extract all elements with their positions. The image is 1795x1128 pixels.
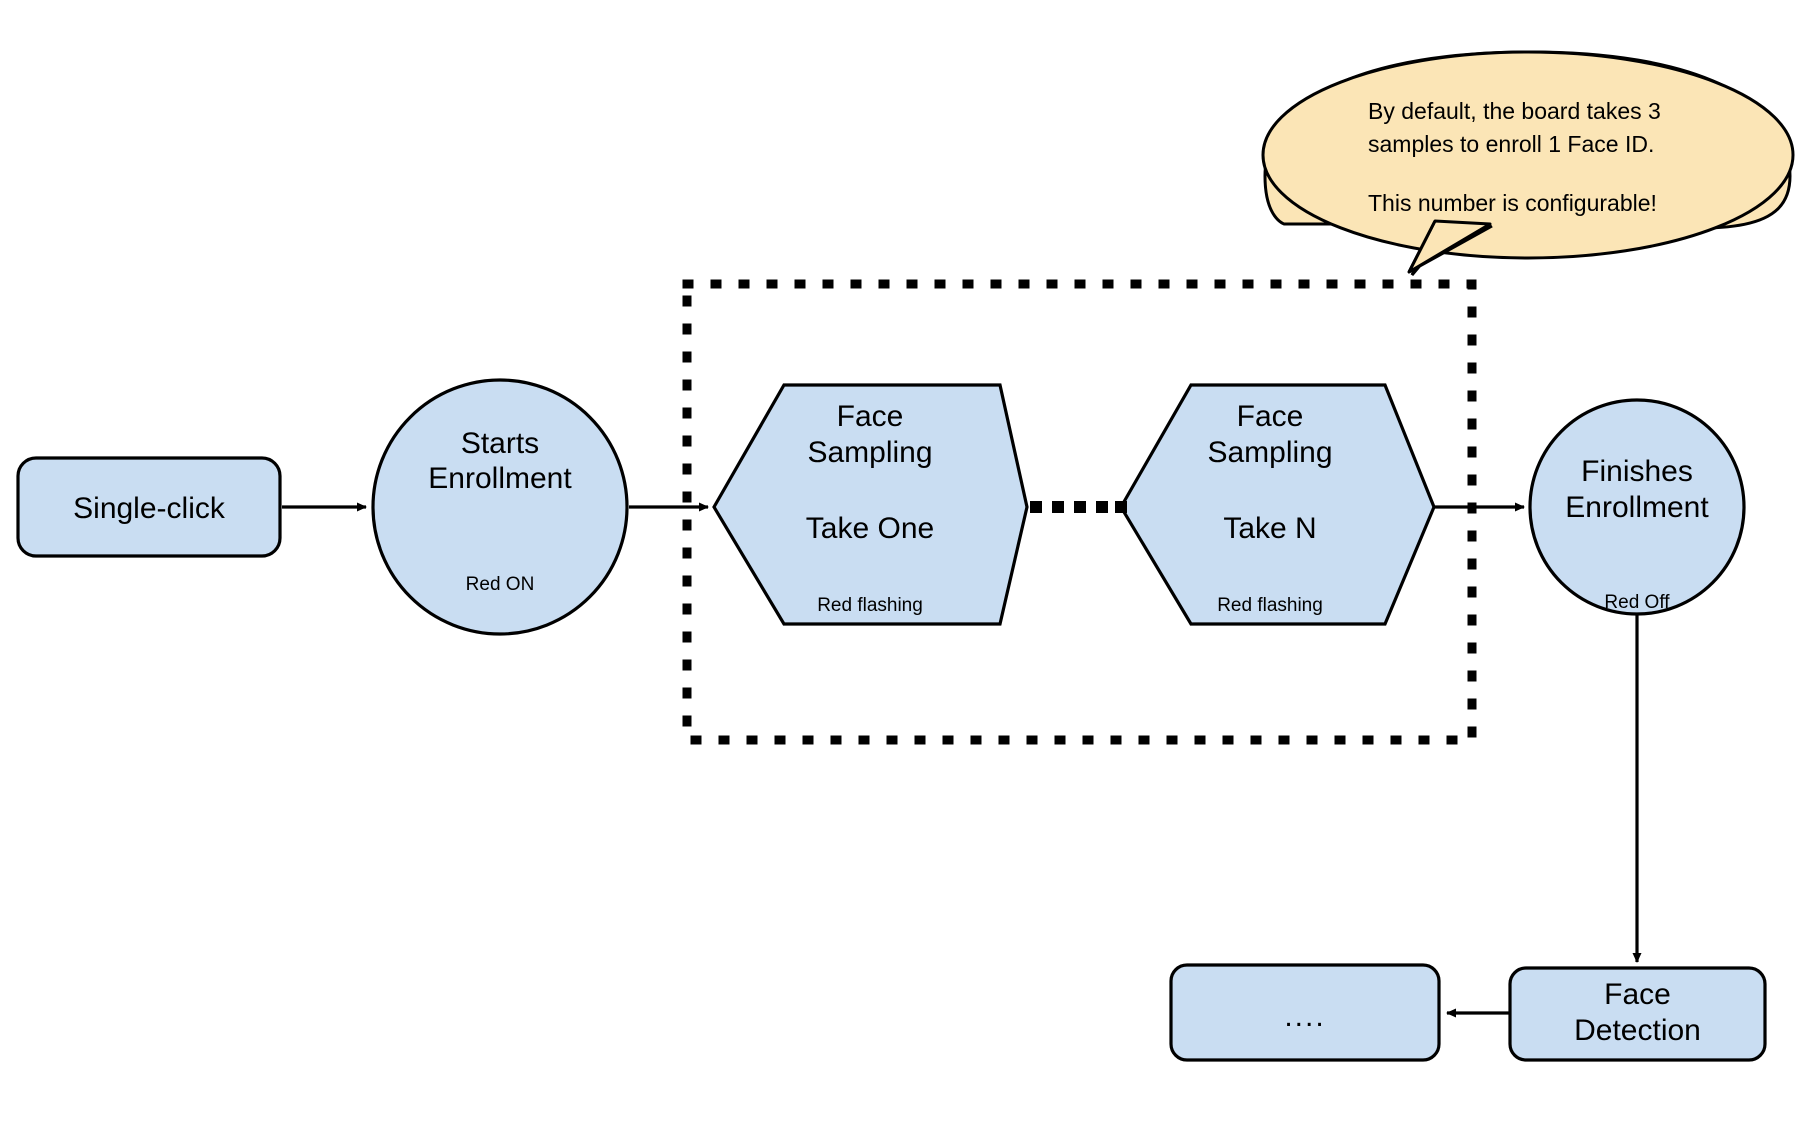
node-single-click-shape[interactable] [16,456,282,558]
node-finishes-enrollment-shape[interactable] [1528,398,1746,616]
sampling-loop-group-border [682,279,1477,745]
node-face-sampling-one-shape[interactable] [712,383,1029,626]
node-face-detection-shape[interactable] [1508,966,1767,1062]
node-starts-enrollment-shape[interactable] [371,378,629,636]
callout-bubble-shape [1261,50,1795,276]
node-ellipsis-box-shape[interactable] [1169,963,1441,1062]
sampling-ellipsis-dots [1030,501,1127,513]
node-face-sampling-n-shape[interactable] [1119,383,1436,626]
